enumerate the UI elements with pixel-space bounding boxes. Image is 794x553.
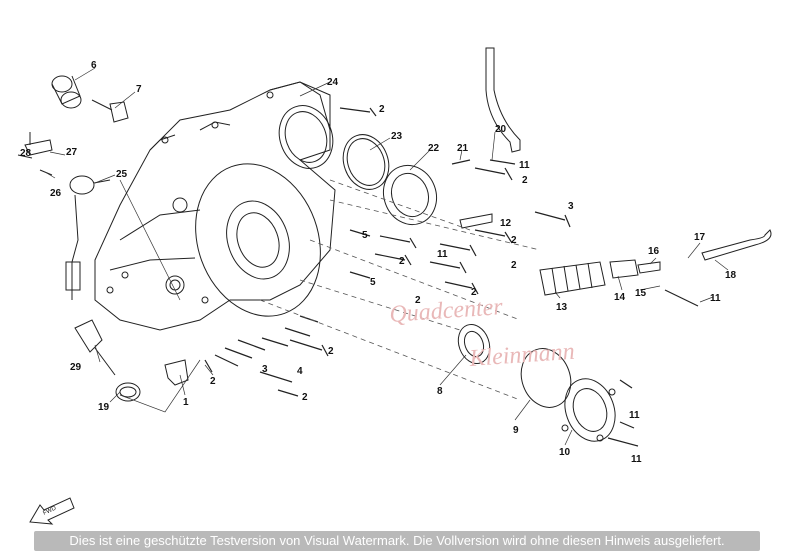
callout-16: 16: [648, 246, 660, 257]
plug-6: [51, 75, 82, 109]
breather-hose-20: [485, 47, 521, 153]
cover-22: [383, 164, 437, 226]
callout-2: 2: [210, 376, 216, 387]
callout-28: 28: [20, 148, 32, 159]
callout-24: 24: [327, 77, 339, 88]
watermark-notice-banner: Dies ist eine geschützte Testversion von…: [34, 531, 760, 551]
gasket-23: [342, 134, 390, 190]
callout-14: 14: [614, 292, 626, 303]
rubber-boot-13: [539, 261, 606, 296]
bracket-12: [459, 213, 493, 229]
callout-2: 2: [302, 392, 308, 403]
callout-18: 18: [725, 270, 737, 281]
callout-25: 25: [116, 169, 128, 180]
callout-2: 2: [328, 346, 334, 357]
callout-17: 17: [694, 232, 706, 243]
callout-11: 11: [629, 410, 640, 421]
callout-6: 6: [91, 60, 97, 71]
callout-2: 2: [379, 104, 385, 115]
callout-2: 2: [471, 287, 477, 298]
callout-3: 3: [568, 201, 574, 212]
dipstick-29: [74, 319, 116, 376]
callout-27: 27: [66, 147, 78, 158]
callout-12: 12: [500, 218, 512, 229]
fwd-arrow: [29, 497, 75, 525]
callout-leaders: [44, 67, 729, 446]
bolt-7: [91, 99, 129, 123]
gasket-9: [520, 348, 572, 408]
watermark-line-2: Kleinmann: [468, 339, 576, 372]
callout-4: 4: [297, 366, 303, 377]
callout-22: 22: [428, 143, 440, 154]
callout-19: 19: [98, 402, 110, 413]
callout-5: 5: [362, 230, 368, 241]
callout-2: 2: [511, 235, 517, 246]
callout-3: 3: [262, 364, 268, 375]
callout-15: 15: [635, 288, 647, 299]
callout-11: 11: [710, 293, 721, 304]
callout-20: 20: [495, 124, 507, 135]
oil-seal-8: [457, 324, 491, 364]
callout-1: 1: [183, 397, 189, 408]
callout-9: 9: [513, 425, 519, 436]
leader-lines: [259, 179, 541, 401]
cover-10: [561, 378, 616, 442]
callout-11: 11: [631, 454, 642, 465]
hose-18: [701, 229, 772, 261]
callout-29: 29: [70, 362, 82, 373]
callout-numbers: 6 7 24 2 23 22 21 20 11 2 3 12 2 5 2 11 …: [20, 60, 737, 465]
watermark-line-1: Quadcenter: [389, 294, 504, 328]
clip-1: [164, 359, 189, 386]
callout-21: 21: [457, 143, 469, 154]
fwd-label: FWD: [42, 505, 58, 516]
callout-10: 10: [559, 447, 571, 458]
callout-8: 8: [437, 386, 443, 397]
callout-2: 2: [399, 256, 405, 267]
sensor-25: [65, 175, 111, 300]
callout-2: 2: [511, 260, 517, 271]
bolt-set: [204, 107, 699, 447]
callout-23: 23: [391, 131, 403, 142]
callout-11: 11: [519, 160, 530, 171]
callout-7: 7: [136, 84, 142, 95]
callout-2: 2: [415, 295, 421, 306]
fitting-14: [609, 259, 661, 279]
gasket-24: [278, 105, 334, 169]
callout-2: 2: [522, 175, 528, 186]
callout-5: 5: [370, 277, 376, 288]
crankcase-cover: [94, 81, 336, 331]
callout-26: 26: [50, 188, 62, 199]
callout-11: 11: [437, 249, 448, 260]
callout-13: 13: [556, 302, 568, 313]
